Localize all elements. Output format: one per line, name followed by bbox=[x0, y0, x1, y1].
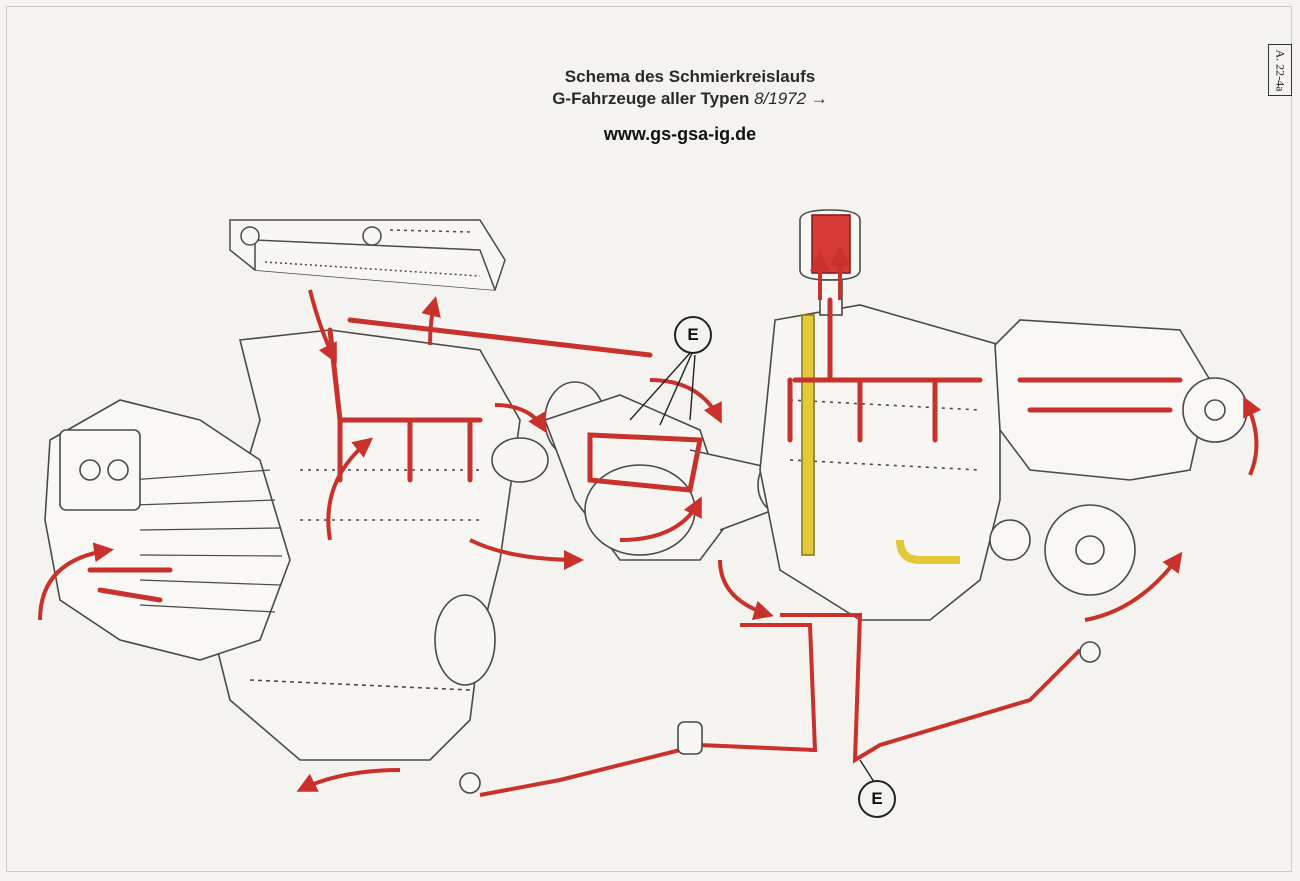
cam-gear bbox=[989, 504, 1136, 596]
diagram-title: Schema des Schmierkreislaufs G-Fahrzeuge… bbox=[500, 66, 880, 110]
title-arrow: → bbox=[810, 89, 828, 108]
title-vehicle-types: G-Fahrzeuge aller Typen bbox=[552, 89, 750, 108]
right-cylinder-head bbox=[994, 319, 1248, 481]
return-oil-pipes bbox=[479, 613, 1082, 797]
callout-e-crankshaft: E bbox=[674, 316, 712, 354]
title-date: 8/1972 bbox=[754, 89, 807, 108]
left-cylinder-head bbox=[44, 399, 291, 661]
oil-cooler bbox=[229, 219, 506, 291]
title-line-2: G-Fahrzeuge aller Typen 8/1972 → bbox=[500, 88, 880, 110]
title-line-1: Schema des Schmierkreislaufs bbox=[564, 67, 816, 86]
pipe-fittings bbox=[459, 641, 1101, 794]
reference-box: A. 22-4a bbox=[1268, 44, 1292, 96]
right-crankcase-half bbox=[759, 304, 1001, 621]
flow-arrows bbox=[38, 246, 1262, 792]
oil-flow-lines bbox=[87, 297, 1183, 603]
crankshaft bbox=[491, 381, 803, 561]
callout-letter: E bbox=[687, 325, 699, 344]
reference-code: A. 22-4a bbox=[1273, 49, 1288, 91]
website-url: www.gs-gsa-ig.de bbox=[603, 124, 757, 144]
page-frame bbox=[6, 6, 1292, 872]
callout-e-return-pipe: E bbox=[858, 780, 896, 818]
callout-letter: E bbox=[871, 789, 883, 808]
left-crankcase-half bbox=[209, 329, 521, 761]
